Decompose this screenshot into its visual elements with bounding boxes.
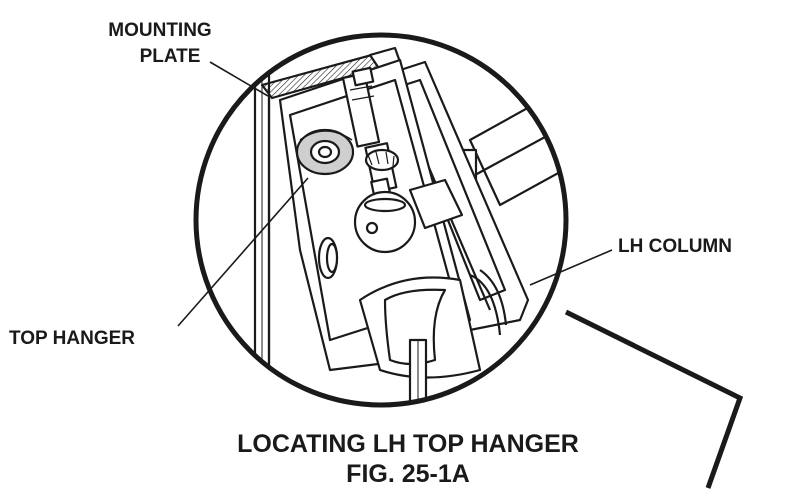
- roller: [358, 269, 508, 379]
- figure-title: LOCATING LH TOP HANGER: [237, 430, 579, 458]
- detail-drawing: [253, 46, 566, 405]
- detail-callout-line: [564, 309, 744, 489]
- figure-number: FIG. 25-1A: [346, 460, 470, 488]
- top-hanger-label: TOP HANGER: [9, 328, 135, 349]
- lh-column-leader: [529, 249, 613, 286]
- leader-lines: [177, 61, 613, 327]
- lh-column-label: LH COLUMN: [618, 236, 732, 257]
- side-bolt: [317, 236, 339, 280]
- lower-frame: [408, 338, 428, 405]
- detail-circle: [193, 32, 569, 408]
- mounting-plate-label-line2: PLATE: [140, 46, 201, 67]
- top-hanger-disc: [295, 128, 355, 176]
- ball-joint: [353, 178, 464, 254]
- top-hanger-leader: [177, 177, 309, 327]
- mounting-plate-leader: [209, 61, 269, 97]
- mounting-plate-label-line1: MOUNTING: [108, 20, 211, 41]
